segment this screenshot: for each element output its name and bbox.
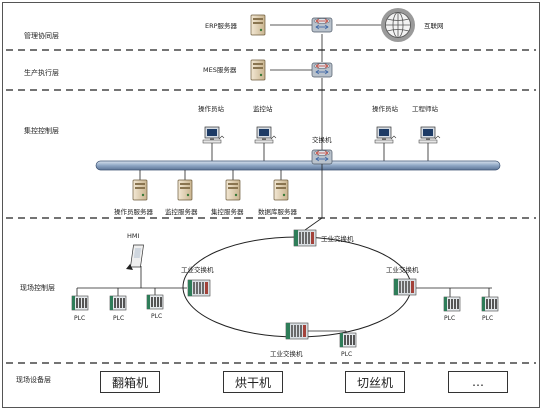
- workstation-links: [211, 143, 429, 161]
- network-bus: [95, 160, 501, 171]
- plc-label: PLC: [341, 351, 352, 358]
- erp-server-icon: [250, 14, 266, 36]
- router-icon: [311, 62, 333, 78]
- switch-icon: [311, 149, 333, 165]
- plc-icon: [146, 294, 164, 310]
- industrial-switch-icon: [285, 322, 309, 340]
- layer-label-management: 管理协同层: [24, 31, 59, 40]
- mes-server-label: MES服务器: [203, 65, 237, 74]
- left-field-links: [76, 266, 187, 296]
- central-server-label: 集控服务器: [211, 207, 244, 216]
- layer-label-centralized: 集控控制层: [24, 126, 59, 135]
- workstation-icon: [202, 126, 225, 144]
- server-icon: [273, 179, 289, 201]
- plc-label: PLC: [444, 315, 455, 322]
- monitor-server-label: 监控服务器: [165, 207, 198, 216]
- industrial-ring: [182, 236, 412, 338]
- industrial-switch-icon: [293, 229, 317, 247]
- plc-icon: [109, 295, 127, 311]
- server-icon: [177, 179, 193, 201]
- ind-switch-top-label: 工业交换机: [321, 234, 354, 243]
- plc-label: PLC: [74, 315, 85, 322]
- server-icon: [132, 179, 148, 201]
- layer-label-production: 生产执行层: [24, 68, 59, 77]
- right-field-links: [416, 287, 492, 297]
- hmi-panel-icon: [126, 244, 144, 270]
- workstation-icon: [418, 126, 441, 144]
- plc-icon: [443, 296, 461, 312]
- monitor-station-label: 监控站: [253, 104, 273, 113]
- industrial-switch-icon: [393, 278, 417, 296]
- engineer-station-label: 工程师站: [412, 104, 439, 113]
- device-box: 切丝机: [345, 371, 405, 393]
- operator-station-right-label: 操作员站: [372, 104, 399, 113]
- layer-label-field-device: 现场设备层: [16, 375, 51, 384]
- erp-server-label: ERP服务器: [205, 21, 238, 30]
- hmi-label: HMI: [127, 232, 139, 240]
- workstation-icon: [374, 126, 397, 144]
- device-box: …: [448, 371, 508, 393]
- plc-label: PLC: [113, 315, 124, 322]
- internet-globe-icon: [381, 8, 415, 42]
- plc-label: PLC: [482, 315, 493, 322]
- internet-label: 互联网: [424, 21, 444, 30]
- ind-switch-right-label: 工业交换机: [386, 265, 419, 274]
- layer-label-field-control: 现场控制层: [20, 283, 55, 292]
- operator-station-label: 操作员站: [198, 104, 225, 113]
- data-server-label: 数据库服务器: [258, 207, 298, 216]
- ind-switch-bottom-label: 工业交换机: [270, 349, 303, 358]
- switch-label: 交换机: [312, 135, 332, 144]
- layer-dividers: [6, 49, 536, 364]
- device-box: 翻箱机: [100, 371, 160, 393]
- workstation-icon: [254, 126, 277, 144]
- industrial-switch-icon: [187, 279, 211, 297]
- operator-server-label: 操作员服务器: [114, 207, 154, 216]
- server-icon: [225, 179, 241, 201]
- plc-icon: [71, 295, 89, 311]
- mes-server-icon: [250, 59, 266, 81]
- router-icon: [311, 17, 333, 33]
- plc-label: PLC: [151, 313, 162, 320]
- server-links: [139, 164, 323, 231]
- plc-icon: [339, 332, 357, 348]
- ind-switch-left-label: 工业交换机: [181, 265, 214, 274]
- top-links: [270, 24, 382, 155]
- plc-icon: [481, 296, 499, 312]
- device-box: 烘干机: [223, 371, 283, 393]
